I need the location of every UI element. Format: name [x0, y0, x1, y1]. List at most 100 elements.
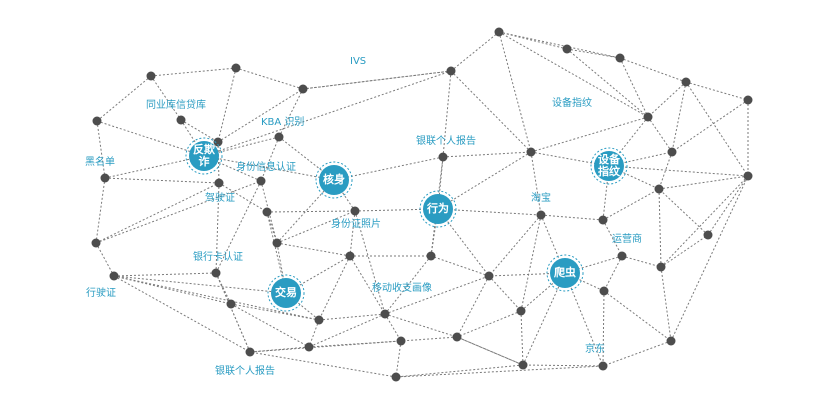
network-node	[391, 372, 401, 382]
hub-node: 核身	[315, 161, 353, 199]
edge	[608, 165, 749, 177]
network-node	[262, 207, 272, 217]
edge	[95, 180, 262, 244]
edge	[150, 75, 182, 121]
network-node	[598, 361, 608, 371]
network-node	[298, 84, 308, 94]
network-node	[245, 347, 255, 357]
edge	[602, 219, 623, 257]
edge	[302, 70, 452, 90]
edge	[203, 70, 452, 157]
edge	[602, 188, 660, 221]
edge	[437, 156, 444, 210]
edge	[658, 188, 662, 268]
network-node	[146, 71, 156, 81]
labels: IVS同业库信贷库KBA 识别黑名单身份信息认证驾驶证身份证照片银行卡认证行驶证…	[85, 56, 642, 377]
network-node	[380, 309, 390, 319]
hub-label: 诈	[199, 154, 210, 168]
network-node	[562, 44, 572, 54]
network-node	[681, 77, 691, 87]
node-label-yinhangka: 银行卡认证	[193, 250, 243, 263]
edge	[456, 275, 490, 338]
network-node	[345, 251, 355, 261]
edge	[113, 272, 217, 277]
edge	[308, 319, 320, 348]
edge	[96, 120, 106, 179]
edge	[685, 81, 749, 177]
hub-node: 爬虫	[546, 254, 584, 292]
network-node	[615, 53, 625, 63]
edge	[215, 180, 262, 274]
edge	[619, 57, 687, 83]
edge	[395, 340, 402, 378]
node-label-shebeizhiwen: 设备指纹	[552, 96, 592, 109]
edge	[498, 31, 621, 59]
node-label-kba: KBA 识别	[261, 116, 304, 128]
edge	[249, 340, 402, 353]
edge	[384, 313, 402, 342]
network-node	[656, 262, 666, 272]
edge	[395, 364, 524, 378]
edge	[450, 70, 532, 153]
hub-label: 设备	[598, 152, 621, 166]
edge	[215, 182, 220, 274]
edge	[217, 67, 237, 143]
node-label-shenfenxinxi: 身份信息认证	[236, 160, 296, 173]
hub-node: 交易	[267, 274, 305, 312]
edge	[354, 210, 386, 315]
hub-circle	[550, 258, 580, 288]
edge	[520, 310, 524, 366]
edge	[180, 119, 219, 143]
network-node	[211, 268, 221, 278]
edge	[647, 116, 673, 153]
edge	[104, 177, 220, 184]
edges	[95, 31, 749, 378]
edge	[520, 214, 542, 312]
edge	[658, 151, 673, 190]
edge	[603, 255, 623, 292]
hub-circle	[423, 194, 453, 224]
hub-circle	[594, 151, 624, 181]
network-node	[100, 173, 110, 183]
edge	[230, 303, 310, 348]
hub-ring	[546, 254, 584, 292]
network-node	[484, 271, 494, 281]
network-node	[598, 215, 608, 225]
edge	[660, 234, 709, 268]
network-node	[452, 332, 462, 342]
edge	[566, 48, 649, 118]
node-label-ivs: IVS	[350, 56, 366, 67]
edge	[96, 120, 205, 157]
edge	[456, 310, 522, 338]
hub-circle	[319, 165, 349, 195]
node-label-yinlian-top: 银联个人报告	[416, 134, 476, 147]
network-node	[438, 152, 448, 162]
edge	[621, 255, 662, 268]
edge	[113, 275, 251, 353]
edge	[660, 266, 672, 342]
node-label-yinlian-bottom: 银联个人报告	[215, 364, 275, 377]
edge	[104, 155, 205, 179]
edge	[566, 48, 621, 59]
edge	[95, 177, 106, 244]
edge	[230, 303, 320, 321]
edge	[430, 255, 490, 277]
edge	[95, 182, 220, 244]
edge	[522, 272, 566, 366]
edge	[498, 31, 568, 50]
edge	[442, 151, 532, 158]
node-label-yunyingshang: 运营商	[612, 232, 642, 245]
network-node	[176, 115, 186, 125]
network-node	[92, 116, 102, 126]
network-node	[599, 286, 609, 296]
edge	[180, 119, 205, 157]
edge	[150, 67, 237, 77]
network-node	[703, 230, 713, 240]
edge	[522, 364, 604, 367]
edge	[660, 175, 749, 268]
edge	[671, 81, 687, 153]
network-node	[426, 251, 436, 261]
network-node	[743, 95, 753, 105]
node-label-xingshizheng: 行驶证	[86, 286, 116, 299]
